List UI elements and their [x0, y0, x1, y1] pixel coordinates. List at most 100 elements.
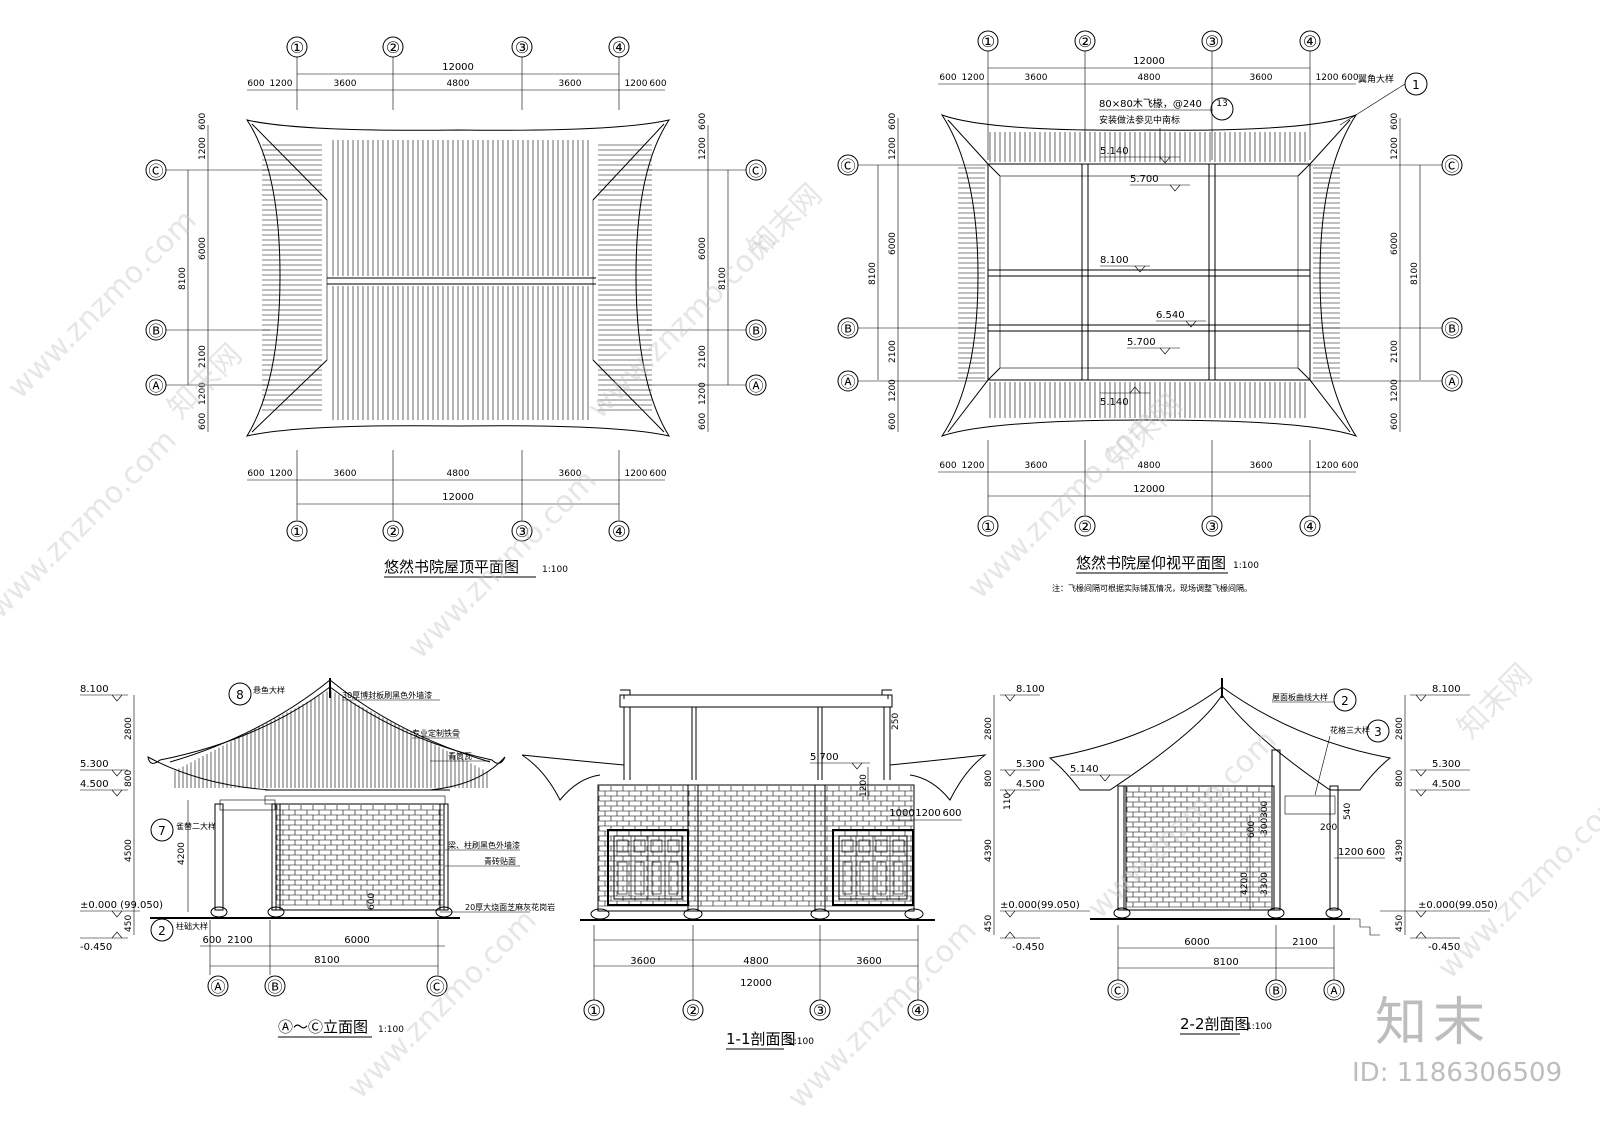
lattice-cell [650, 839, 663, 853]
dim-total: 12000 [442, 492, 474, 503]
dim: 3600 [856, 956, 881, 967]
roof-plan: ① ② ③ ④ 12000 600 1200 3600 4800 3600 12… [145, 36, 767, 578]
dim: 6000 [198, 237, 208, 260]
column [214, 803, 224, 911]
dim: 1200 [698, 137, 708, 160]
dim: 8100 [314, 955, 339, 966]
dim: 1200 [1390, 379, 1400, 402]
dim: 1200 [198, 137, 208, 160]
roof-outline [245, 119, 671, 437]
dim: 600 [649, 469, 666, 479]
dim: 4200 [1240, 872, 1250, 895]
elevation-a-c: 8.100 5.300 4.500 ±0.000 (99.050) -0.450… [80, 678, 555, 1038]
section-1-wall [597, 784, 915, 912]
note: 青筒瓦 [448, 751, 472, 761]
dim: 3600 [630, 956, 655, 967]
elevation-title: Ⓐ～Ⓒ立面图 [278, 1018, 368, 1036]
dim: 3600 [559, 79, 582, 89]
dim: 8100 [1410, 262, 1420, 285]
ceiling-plan-dims-bottom: 600 1200 3600 4800 3600 1200 600 12000 ①… [938, 440, 1359, 537]
corner-tag: 1 [1412, 78, 1420, 92]
level-label: 5.300 [1432, 759, 1461, 770]
dim: 600 [942, 808, 961, 819]
dim: 600 [698, 113, 708, 130]
grid-label: ③ [1205, 32, 1219, 51]
dim: 6000 [344, 935, 369, 946]
dim: 2100 [198, 345, 208, 368]
dim: 3600 [559, 469, 582, 479]
dim: 450 [984, 915, 994, 932]
dim: 2100 [227, 935, 252, 946]
level-label: 8.100 [1432, 684, 1461, 695]
dim: 12000 [740, 978, 772, 989]
level-label: -0.450 [80, 942, 112, 953]
level-label: 5.700 [810, 752, 839, 763]
dim: 600 [888, 413, 898, 430]
grid-label: ③ [813, 1001, 827, 1020]
level-label: 5.140 [1070, 764, 1099, 775]
note: 梁、柱刷黑色外墙漆 [448, 840, 520, 850]
grid-label: Ⓐ [748, 377, 763, 395]
ceiling-plan-scale: 1:100 [1233, 561, 1259, 571]
lattice-cell [876, 861, 887, 895]
ceiling-eave-outline [940, 114, 1358, 437]
dim: 1200 [1390, 137, 1400, 160]
lattice-cell [617, 861, 628, 895]
dim: 4800 [447, 469, 470, 479]
detail-tag: 3 [1374, 725, 1382, 739]
dim: 8100 [1213, 957, 1238, 968]
dim: 2100 [1292, 937, 1317, 948]
dim: 4800 [743, 956, 768, 967]
note: 青砖贴面 [484, 856, 516, 866]
roof-plan-dims-bottom: 600 1200 3600 4800 3600 1200 600 12000 ①… [247, 450, 667, 542]
elev-label: 5.140 [1100, 397, 1129, 408]
grid-label: ④ [1303, 517, 1317, 536]
grid-label: ① [290, 522, 304, 541]
level-label: -0.450 [1428, 942, 1460, 953]
corner-note: 翼角大样 [1358, 73, 1394, 85]
dim: 600 [1341, 461, 1358, 471]
column [1329, 785, 1339, 911]
grid-label: Ⓐ [148, 377, 163, 395]
dim: 600 [198, 113, 208, 130]
grid-label: Ⓑ [748, 322, 763, 340]
dim: 800 [1395, 770, 1405, 787]
dim: 1200 [962, 461, 985, 471]
grid-label: Ⓑ [840, 320, 855, 338]
detail-tag: 2 [158, 924, 166, 938]
grid-label: Ⓐ [1326, 982, 1341, 1000]
dim: 4390 [1395, 839, 1405, 862]
grid-label: ② [386, 522, 400, 541]
grid-label: ② [386, 38, 400, 57]
dim: 1200 [888, 379, 898, 402]
section-1-eave-left [521, 754, 625, 801]
level-label: ±0.000(99.050) [1418, 900, 1498, 911]
elevation-bricks [276, 805, 443, 906]
dim: 6000 [1184, 937, 1209, 948]
lattice-cell [893, 861, 904, 895]
dim: 300 [1260, 818, 1270, 835]
dim: 600 [1366, 847, 1385, 858]
dim: 1200 [270, 469, 293, 479]
detail-tag-label: 悬鱼大样 [253, 685, 285, 695]
dim: 800 [124, 770, 134, 787]
dim: 800 [984, 770, 994, 787]
grid-label: ② [1078, 32, 1092, 51]
ceiling-plan-dims-left: 600 1200 6000 8100 2100 1200 600 Ⓒ Ⓑ Ⓐ [837, 113, 988, 432]
dim: 600 [939, 73, 956, 83]
grid-label: Ⓑ [267, 978, 282, 996]
elev-label: 5.140 [1100, 146, 1129, 157]
dim: 2100 [698, 345, 708, 368]
dim-total: 12000 [442, 62, 474, 73]
dim: 1200 [915, 808, 940, 819]
dim: 2800 [984, 717, 994, 740]
dim: 1200 [859, 774, 869, 797]
grid-label: Ⓐ [840, 373, 855, 391]
dim: 1000 [889, 808, 914, 819]
dim: 6000 [698, 237, 708, 260]
ceiling-elev-marks: 5.140 5.700 8.100 6.540 5.700 5.140 [1100, 146, 1206, 408]
dim: 600 [698, 413, 708, 430]
grid-label: ② [1078, 517, 1092, 536]
dim: 600 [649, 79, 666, 89]
